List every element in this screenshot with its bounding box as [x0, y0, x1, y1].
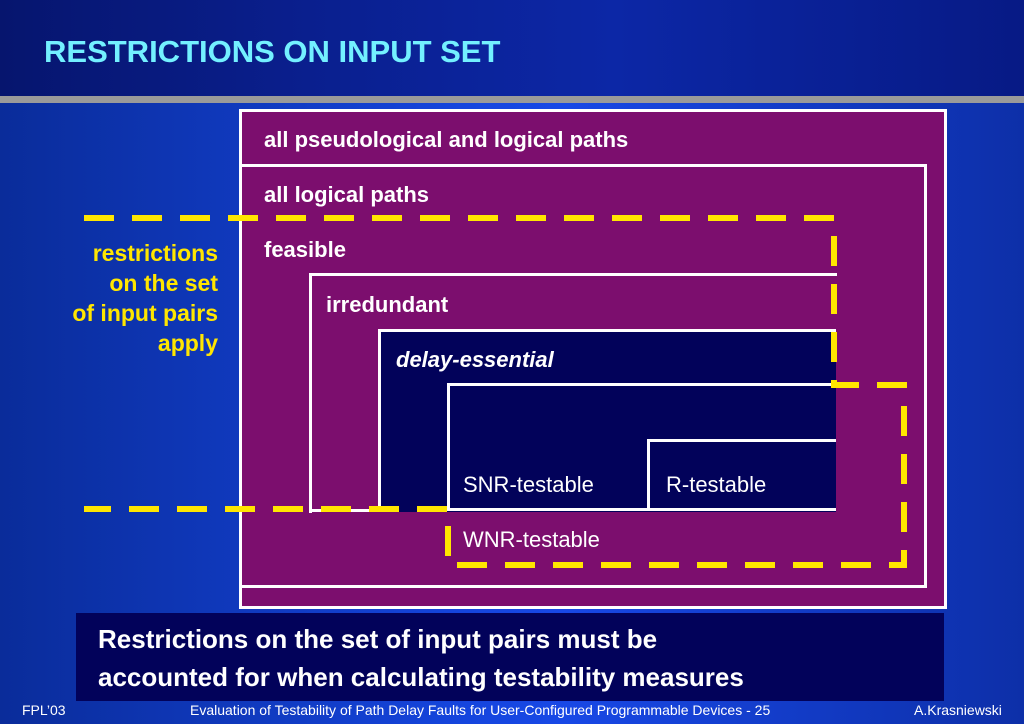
conclusion-line2: accounted for when calculating testabili… [98, 662, 744, 692]
side-note-line3: of input pairs [72, 300, 218, 326]
footer-conference: FPL’03 [22, 702, 66, 718]
label-irredundant: irredundant [326, 292, 449, 317]
label-snr-testable: SNR-testable [463, 472, 594, 497]
conclusion-text: Restrictions on the set of input pairs m… [98, 620, 744, 696]
r-top-edge [647, 439, 836, 442]
title-bar [0, 0, 1024, 96]
snr-left-edge [447, 383, 450, 511]
snr-bottom-edge [447, 508, 836, 511]
conclusion-line1: Restrictions on the set of input pairs m… [98, 624, 658, 654]
side-note-line4: apply [157, 330, 218, 356]
box-logical-paths [242, 164, 927, 588]
restriction-boundary-line [84, 215, 907, 568]
label-wnr-testable: WNR-testable [463, 527, 600, 552]
title-divider [0, 96, 1024, 103]
slide-title: RESTRICTIONS ON INPUT SET [44, 34, 501, 69]
footer-author: A.Krasniewski [914, 702, 1002, 718]
side-note: restrictions on the set of input pairs a… [30, 238, 218, 358]
label-logical-paths: all logical paths [264, 182, 430, 207]
label-feasible: feasible [264, 237, 346, 262]
footer-title: Evaluation of Testability of Path Delay … [190, 702, 771, 718]
label-delay-essential: delay-essential [396, 347, 554, 372]
side-note-line1: restrictions [92, 240, 218, 266]
irredundant-top-edge [309, 273, 837, 276]
side-note-line2: on the set [109, 270, 218, 296]
irredundant-left-edge [309, 273, 312, 513]
snr-top-edge [447, 383, 836, 386]
label-all-paths: all pseudological and logical paths [264, 127, 629, 152]
label-r-testable: R-testable [666, 472, 767, 497]
conclusion-box [76, 613, 944, 701]
r-left-edge [647, 439, 650, 511]
box-delay-essential [378, 329, 836, 512]
